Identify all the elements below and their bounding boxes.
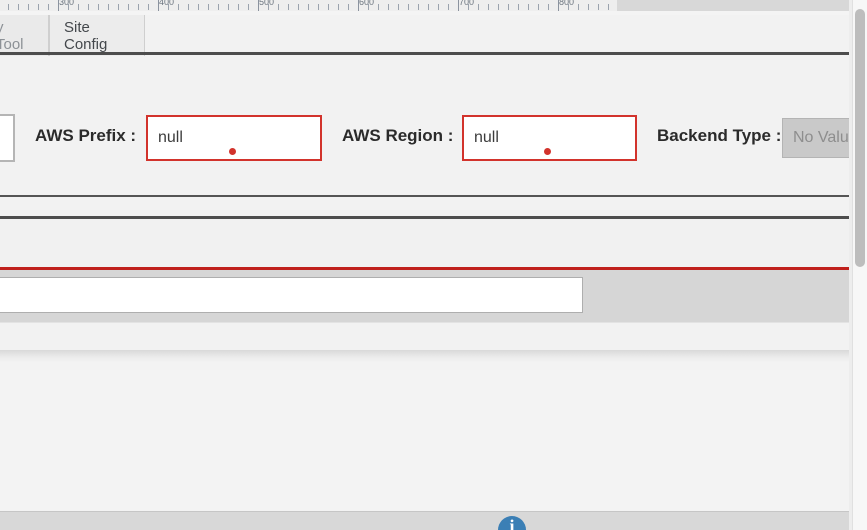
- info-badge-icon[interactable]: i: [498, 516, 526, 530]
- tab-site-config[interactable]: Site Config: [49, 15, 145, 56]
- vertical-scrollbar-thumb[interactable]: [855, 9, 865, 267]
- clipped-left-input[interactable]: [0, 114, 15, 162]
- info-badge-glyph: i: [509, 516, 515, 530]
- footer-band: [0, 511, 867, 530]
- header-separator: [0, 52, 867, 55]
- tab-bar-empty-area: [145, 15, 867, 56]
- lower-panel-upper: [0, 322, 867, 351]
- ruler-inactive-region: [617, 0, 867, 11]
- ruler-label-600: 600: [359, 0, 375, 7]
- aws-region-value: null: [474, 129, 499, 146]
- aws-region-label: AWS Region :: [342, 126, 454, 145]
- ruler-label-400: 400: [159, 0, 175, 7]
- aws-prefix-value: null: [158, 129, 183, 146]
- ruler-label-300: 300: [59, 0, 75, 7]
- aws-prefix-required-marker: [229, 148, 236, 155]
- aws-prefix-label: AWS Prefix :: [35, 126, 137, 145]
- tab-deploy-tool-label: y Tool: [0, 19, 24, 53]
- content-right-edge: [849, 0, 853, 530]
- ruler-label-700: 700: [459, 0, 475, 7]
- backend-type-value: No Value: [793, 129, 858, 146]
- ruler-label-500: 500: [259, 0, 275, 7]
- lower-panel-main: [0, 362, 867, 511]
- tab-bar: y Tool Site Config: [0, 11, 867, 58]
- validation-rule-line: [0, 267, 867, 270]
- middle-band: [0, 220, 867, 268]
- tab-deploy-tool[interactable]: y Tool: [0, 15, 49, 56]
- aws-region-required-marker: [544, 148, 551, 155]
- ruler-scale: 300 400 500 600 700 800: [0, 0, 617, 11]
- panel-shadow-strip: [0, 350, 867, 362]
- section-separator-upper: [0, 195, 867, 197]
- vertical-scrollbar[interactable]: [852, 0, 867, 530]
- backend-type-label: Backend Type :: [657, 126, 782, 145]
- site-config-form: AWS Prefix : null AWS Region : null Back…: [0, 56, 867, 195]
- ruler-label-800: 800: [559, 0, 575, 7]
- wide-text-input[interactable]: [0, 277, 583, 313]
- tab-site-config-label: Site Config: [64, 18, 108, 53]
- section-separator-lower: [0, 216, 867, 219]
